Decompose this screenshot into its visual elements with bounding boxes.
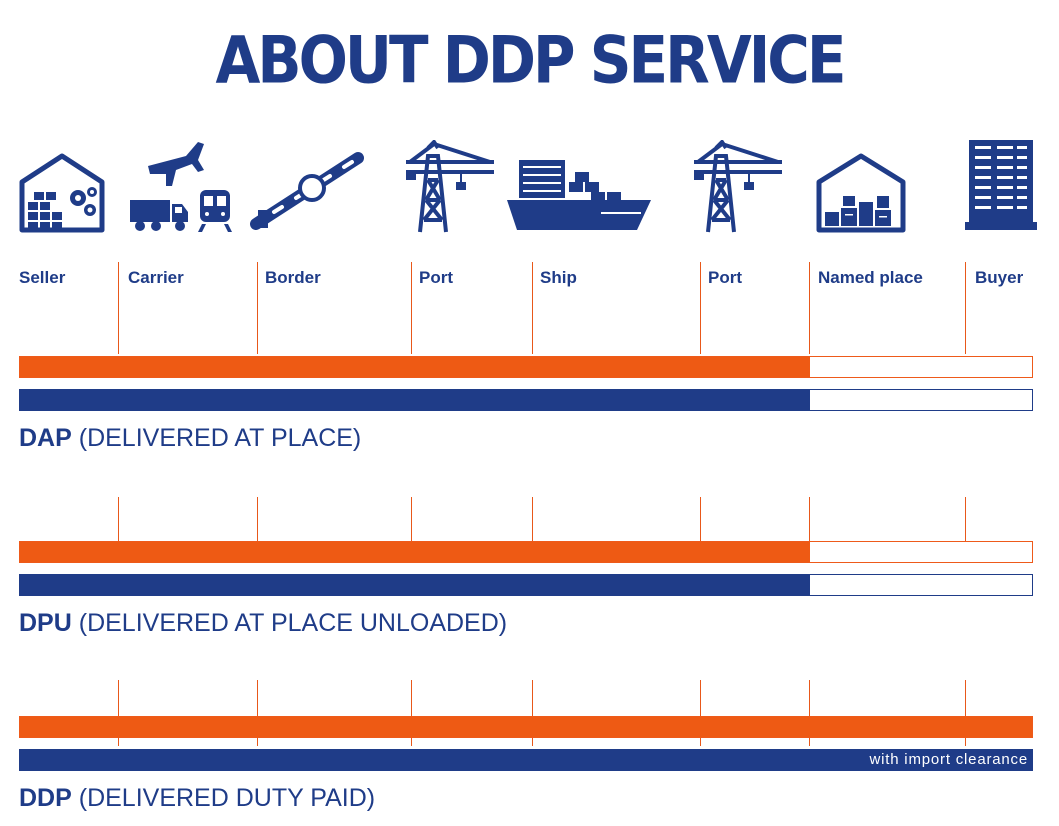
stage-divider bbox=[700, 497, 701, 541]
dpu-cost-fill bbox=[20, 542, 810, 562]
border-barrier-icon bbox=[250, 152, 364, 230]
dap-term-label: DAP (DELIVERED AT PLACE) bbox=[19, 424, 361, 453]
stage-label-border: Border bbox=[265, 268, 321, 287]
stage-divider bbox=[965, 680, 966, 746]
stage-divider bbox=[532, 262, 533, 354]
term-abbr: DDP bbox=[19, 784, 72, 812]
dap-risk-fill bbox=[20, 390, 810, 410]
dap-risk-bar bbox=[19, 389, 1033, 411]
stage-label-carrier: Carrier bbox=[128, 268, 184, 287]
dpu-term-label: DPU (DELIVERED AT PLACE UNLOADED) bbox=[19, 609, 507, 638]
stage-divider bbox=[118, 497, 119, 541]
stage-divider bbox=[809, 680, 810, 746]
cargo-ship-icon bbox=[507, 160, 651, 230]
stage-divider bbox=[809, 497, 810, 541]
dpu-cost-bar bbox=[19, 541, 1033, 563]
named-place-warehouse-icon bbox=[816, 153, 906, 233]
stage-label-buyer: Buyer bbox=[975, 268, 1024, 287]
stage-label-port: Port bbox=[708, 268, 742, 287]
stage-divider bbox=[809, 262, 810, 354]
stage-divider bbox=[411, 262, 412, 354]
stage-divider bbox=[700, 262, 701, 354]
import-clearance-note: with import clearance bbox=[869, 751, 1028, 768]
stage-divider bbox=[411, 497, 412, 541]
stage-divider bbox=[965, 262, 966, 354]
ddp-cost-fill bbox=[20, 717, 1032, 737]
dpu-risk-fill bbox=[20, 575, 810, 595]
ddp-term-label: DDP (DELIVERED DUTY PAID) bbox=[19, 784, 375, 813]
port-crane-icon bbox=[694, 140, 782, 233]
buyer-building-icon bbox=[965, 140, 1037, 230]
stage-label-ship: Ship bbox=[540, 268, 577, 287]
stage-divider bbox=[532, 680, 533, 746]
carrier-transport-icon bbox=[130, 142, 232, 232]
stage-divider bbox=[532, 497, 533, 541]
stage-divider bbox=[118, 262, 119, 354]
stage-divider bbox=[257, 680, 258, 746]
dap-cost-bar bbox=[19, 356, 1033, 378]
ddp-risk-bar: with import clearance bbox=[19, 749, 1033, 771]
ddp-risk-fill bbox=[20, 750, 1032, 770]
dap-cost-fill bbox=[20, 357, 810, 377]
stage-divider bbox=[700, 680, 701, 746]
stage-divider bbox=[118, 680, 119, 746]
port-crane-icon bbox=[406, 140, 494, 233]
term-abbr: DAP bbox=[19, 424, 72, 452]
seller-warehouse-icon bbox=[19, 153, 105, 233]
page-title: ABOUT DDP SERVICE bbox=[215, 22, 847, 99]
term-full-name: (DELIVERED DUTY PAID) bbox=[78, 784, 376, 812]
ddp-cost-bar bbox=[19, 716, 1033, 738]
term-full-name: (DELIVERED AT PLACE) bbox=[78, 424, 362, 452]
stage-divider bbox=[411, 680, 412, 746]
stage-divider bbox=[257, 262, 258, 354]
dpu-risk-bar bbox=[19, 574, 1033, 596]
stage-label-named-place: Named place bbox=[818, 268, 923, 287]
term-abbr: DPU bbox=[19, 609, 72, 637]
stage-divider bbox=[257, 497, 258, 541]
stage-label-seller: Seller bbox=[19, 268, 66, 287]
stage-divider bbox=[965, 497, 966, 541]
term-full-name: (DELIVERED AT PLACE UNLOADED) bbox=[78, 609, 508, 637]
stage-label-port: Port bbox=[419, 268, 453, 287]
